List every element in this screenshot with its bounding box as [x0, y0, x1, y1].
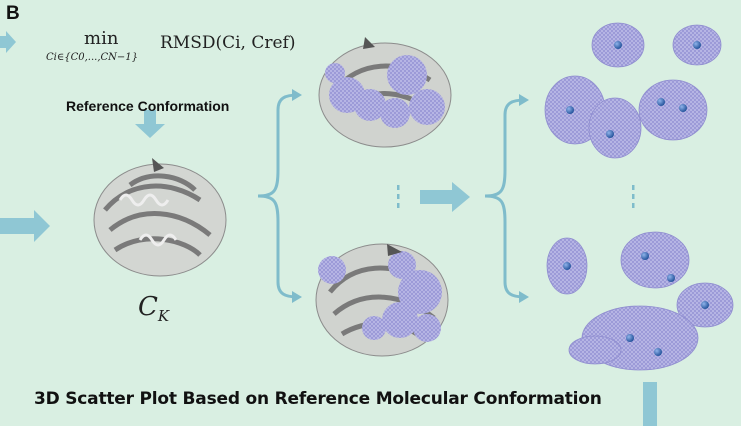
outgoing-arrow [643, 382, 657, 426]
ellipsis-2 [632, 185, 635, 208]
middle-arrow [420, 182, 470, 212]
bracket-1 [257, 93, 299, 299]
incoming-arrow-top [0, 31, 16, 53]
figure-caption: 3D Scatter Plot Based on Reference Molec… [34, 389, 602, 409]
conformation-top [318, 37, 452, 148]
cluster-center-point [614, 41, 622, 49]
reference-symbol-main: C [138, 292, 158, 322]
formula-objective: RMSD(Ci, Cref) [160, 33, 296, 53]
ellipsis-1 [397, 185, 400, 208]
bracket-2 [484, 98, 526, 299]
formula-operator: min [84, 28, 119, 49]
scatter-clusters-top [544, 22, 722, 159]
incoming-arrow-left [0, 210, 50, 242]
reference-symbol: CK [138, 292, 169, 325]
reference-protein [93, 158, 227, 277]
reference-conformation-label: Reference Conformation [66, 98, 230, 114]
objective-formula: min Ci∈{C0,...,CN−1} RMSD(Ci, Cref) [42, 28, 322, 78]
conformation-bottom [315, 243, 449, 357]
reference-symbol-subscript: K [157, 307, 170, 326]
down-arrow [135, 110, 165, 138]
formula-subscript: Ci∈{C0,...,CN−1} [46, 52, 139, 63]
panel-letter: B [6, 3, 20, 24]
scatter-clusters-bottom [546, 231, 734, 371]
